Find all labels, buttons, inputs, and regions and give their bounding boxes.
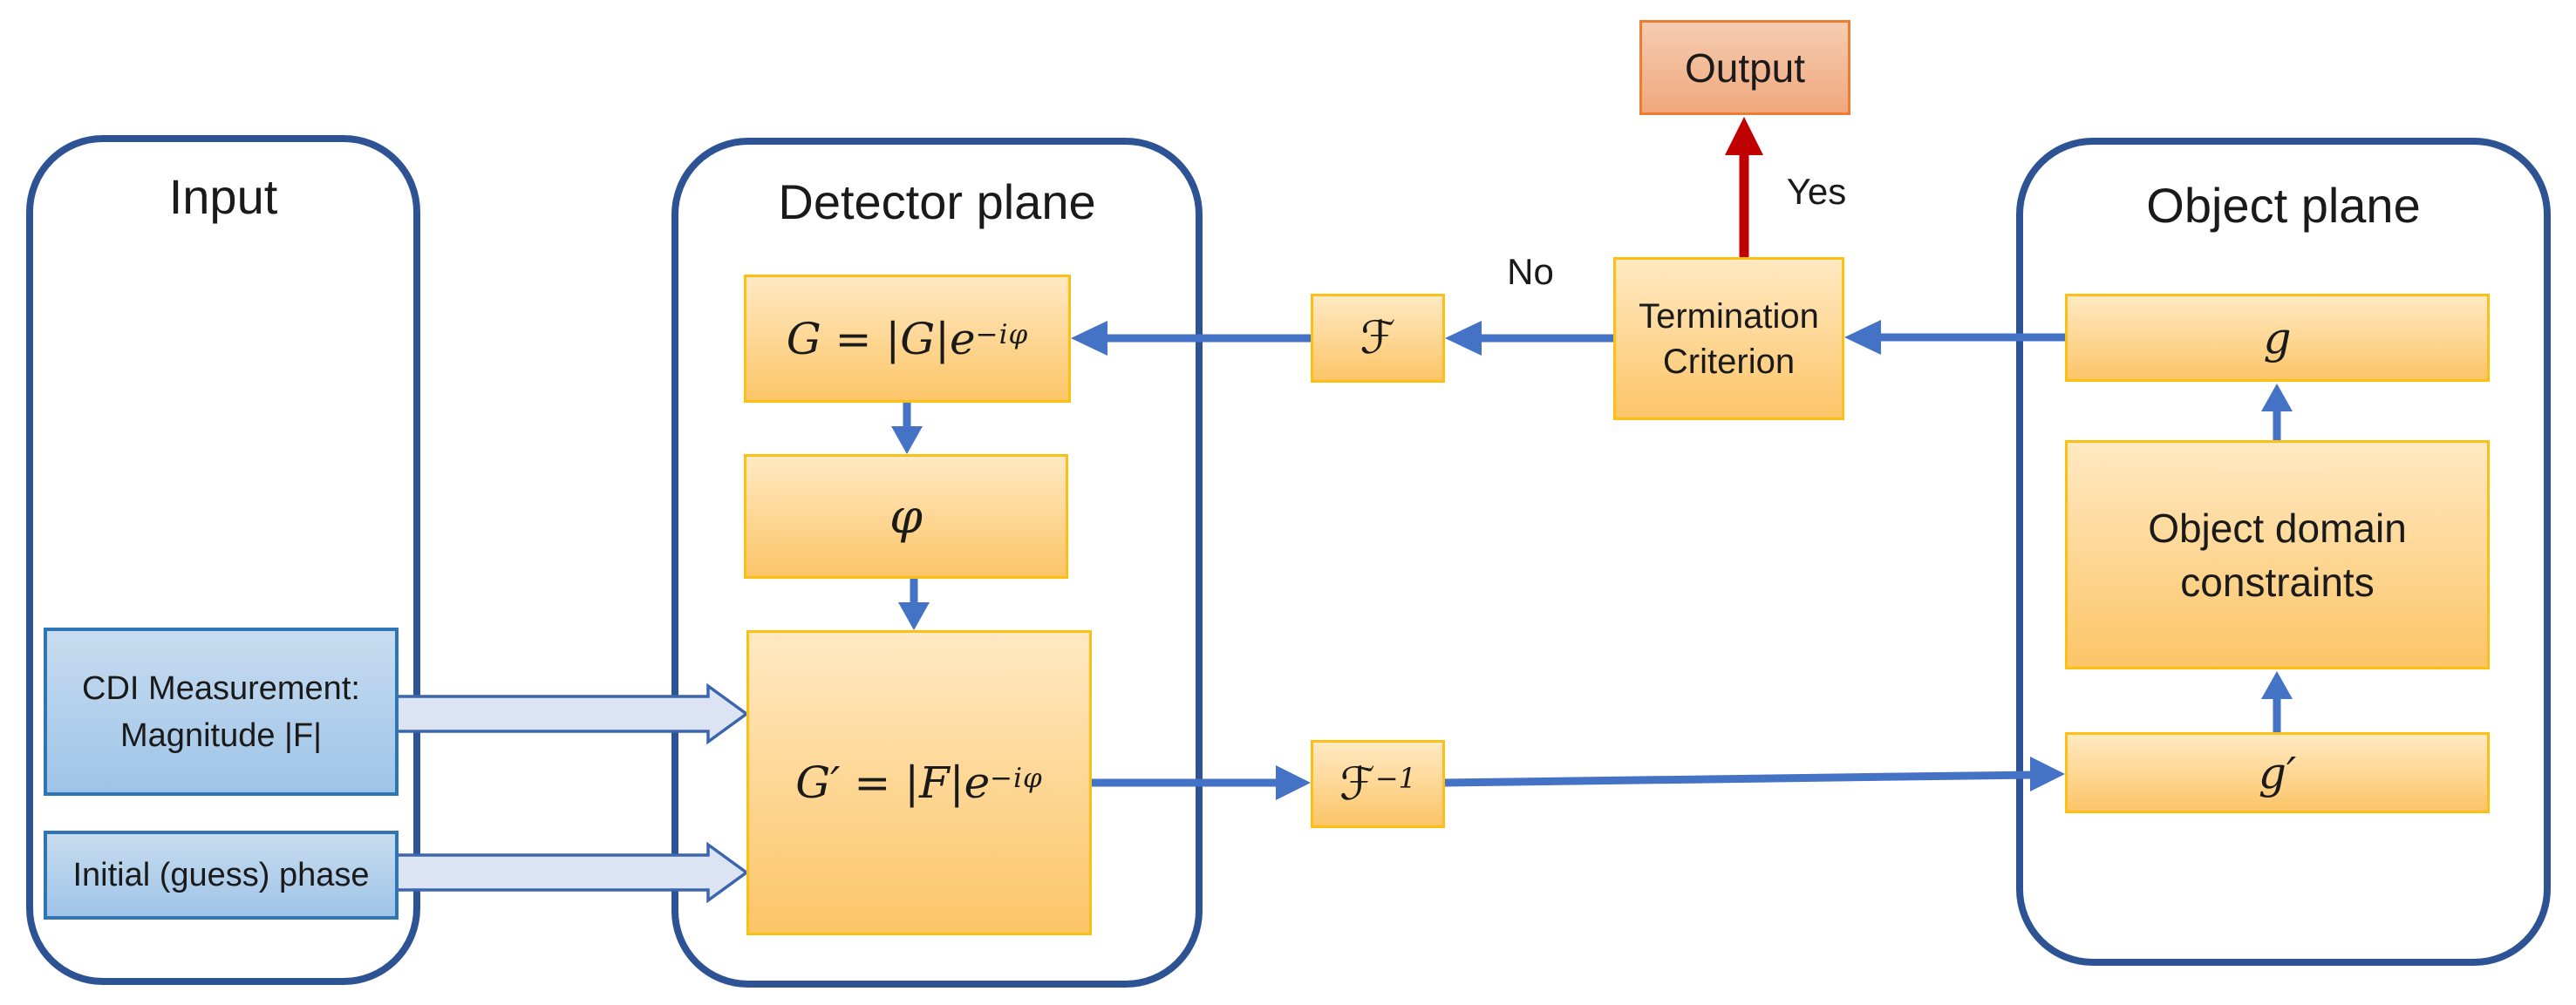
termination-criterion-box: Termination Criterion xyxy=(1613,257,1844,420)
hollow-arrow-initial-phase-to-gprime xyxy=(391,841,749,904)
input-panel-title: Input xyxy=(26,166,420,227)
g-object-label: g xyxy=(2263,312,2292,363)
g-prime-object-label: g′ xyxy=(2258,747,2297,798)
g-prime-formula-base: G′ = |F|e xyxy=(795,757,991,808)
fourier-transform-box: ℱ xyxy=(1311,294,1445,383)
no-label-text: No xyxy=(1507,250,1554,292)
fourier-symbol: ℱ xyxy=(1360,312,1396,364)
g-prime-formula: G′ = |F|e−iφ xyxy=(795,757,1043,808)
cdi-measurement-box: CDI Measurement: Magnitude |F| xyxy=(44,628,399,796)
g-prime-object-box: g′ xyxy=(2065,732,2490,813)
output-box: Output xyxy=(1639,20,1850,115)
arrow-g-to-termination xyxy=(1844,320,2065,355)
cdi-measurement-line1: CDI Measurement: xyxy=(82,669,360,707)
output-label: Output xyxy=(1684,44,1806,91)
termination-line1: Termination xyxy=(1639,296,1819,336)
object-constraints-line2: constraints xyxy=(2180,559,2375,605)
object-panel-title: Object plane xyxy=(2016,174,2551,235)
arrow-constraints-to-g-object xyxy=(2261,384,2293,440)
g-formula-exponent: −iφ xyxy=(975,318,1029,350)
inverse-fourier-symbol: ℱ−1 xyxy=(1339,758,1416,811)
yes-label: Yes xyxy=(1768,167,1864,215)
detector-title-text: Detector plane xyxy=(778,173,1096,229)
arrow-inverse-fourier-to-gprime-object xyxy=(1444,757,2065,791)
input-title-text: Input xyxy=(168,168,278,224)
g-formula-base: G = |G|e xyxy=(786,313,976,364)
object-panel xyxy=(2016,138,2551,966)
arrow-gprime-to-inverse-fourier xyxy=(1092,765,1311,800)
cdi-measurement-line2: Magnitude |F| xyxy=(120,716,322,754)
g-prime-formula-box: G′ = |F|e−iφ xyxy=(746,630,1092,935)
detector-panel xyxy=(671,138,1203,988)
hollow-arrow-magnitude-to-gprime xyxy=(391,682,749,745)
initial-phase-box: Initial (guess) phase xyxy=(44,831,399,920)
arrow-termination-to-output-yes xyxy=(1725,117,1763,257)
yes-label-text: Yes xyxy=(1786,170,1847,212)
g-formula: G = |G|e−iφ xyxy=(787,314,1028,364)
object-constraints-line1: Object domain xyxy=(2148,505,2407,551)
phi-box: φ xyxy=(744,454,1068,579)
arrow-gprime-object-to-constraints xyxy=(2261,671,2293,732)
g-formula-box: G = |G|e−iφ xyxy=(744,275,1071,403)
arrow-termination-to-fourier xyxy=(1445,321,1613,356)
object-constraints-box: Object domain constraints xyxy=(2065,440,2490,669)
inverse-fourier-exponent: −1 xyxy=(1374,761,1417,795)
termination-line2: Criterion xyxy=(1662,342,1796,381)
input-panel xyxy=(26,135,420,985)
object-title-text: Object plane xyxy=(2146,177,2421,233)
initial-phase-label: Initial (guess) phase xyxy=(72,857,370,893)
detector-panel-title: Detector plane xyxy=(671,171,1203,232)
arrow-phi-to-gprime xyxy=(898,579,930,630)
arrow-fourier-to-g xyxy=(1071,321,1311,356)
phi-symbol: φ xyxy=(889,489,923,544)
inverse-fourier-base: ℱ xyxy=(1339,757,1375,811)
inverse-fourier-transform-box: ℱ−1 xyxy=(1311,740,1445,828)
g-object-box: g xyxy=(2065,294,2490,382)
no-label: No xyxy=(1482,248,1578,295)
g-prime-formula-exponent: −iφ xyxy=(990,762,1043,794)
arrow-g-to-phi xyxy=(891,403,923,454)
